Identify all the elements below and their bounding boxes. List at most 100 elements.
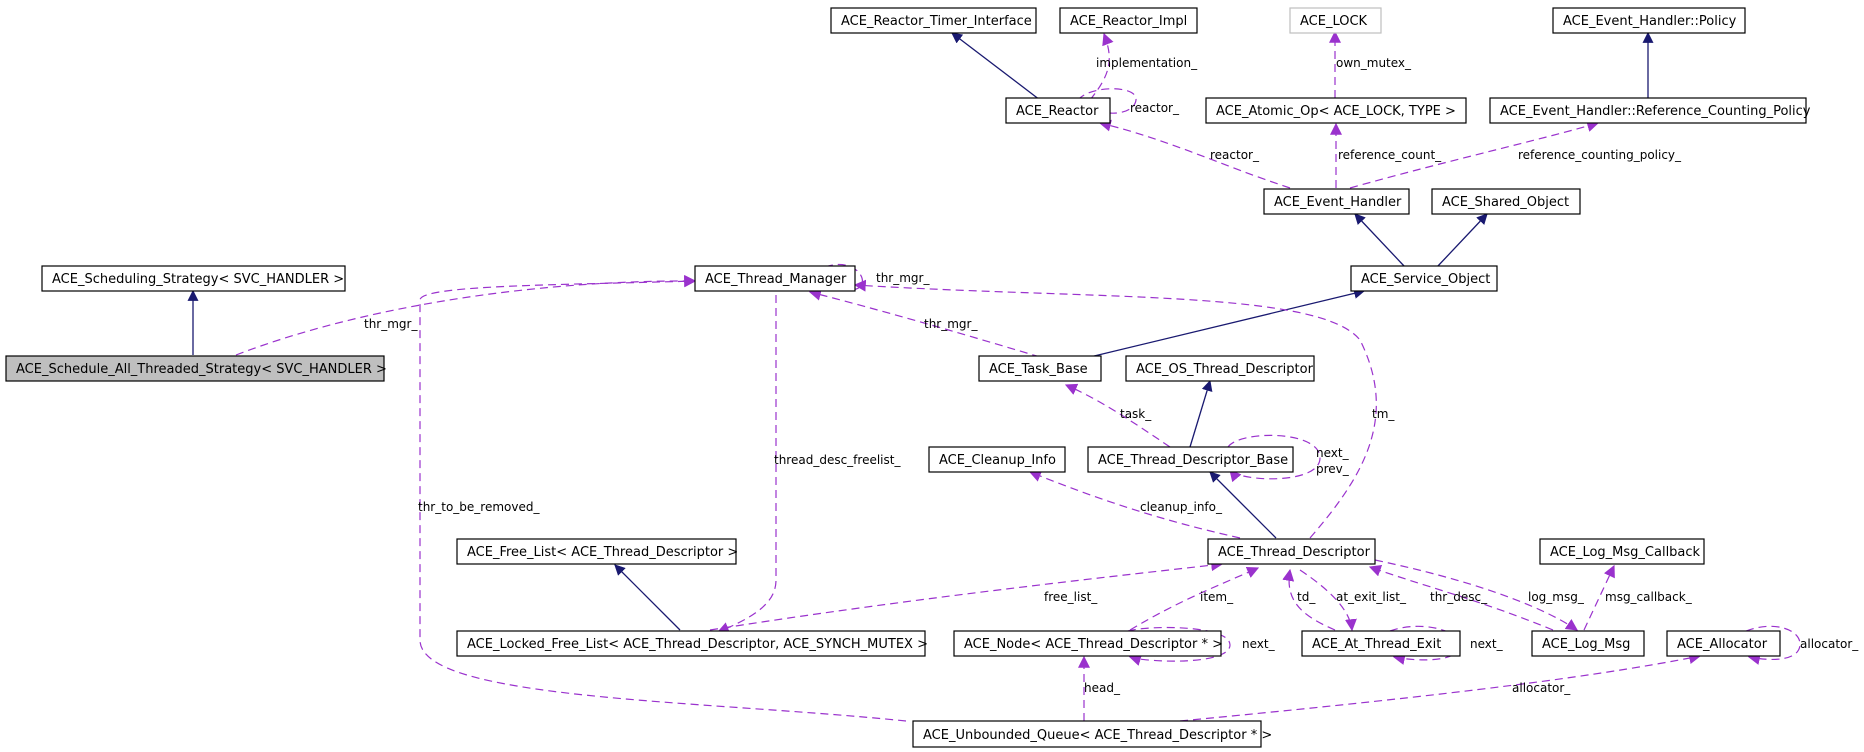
node-label: ACE_Reactor_Timer_Interface <box>841 14 1032 29</box>
label-thr-desc: thr_desc_ <box>1430 590 1488 604</box>
edge-item <box>1129 566 1260 631</box>
node-label: ACE_Locked_Free_List< ACE_Thread_Descrip… <box>467 637 928 652</box>
node-reference-counting-policy[interactable]: ACE_Event_Handler::Reference_Counting_Po… <box>1489 97 1811 124</box>
node-shared-object[interactable]: ACE_Shared_Object <box>1431 188 1581 215</box>
node-schedule-all-threaded-strategy[interactable]: ACE_Schedule_All_Threaded_Strategy< SVC_… <box>5 355 387 382</box>
label-free-list: free_list_ <box>1044 590 1098 604</box>
node-label: ACE_Thread_Descriptor_Base <box>1098 453 1288 468</box>
edge-reference-counting-policy <box>1349 120 1600 189</box>
label-prev: prev_ <box>1316 462 1350 476</box>
node-task-base[interactable]: ACE_Task_Base <box>978 355 1102 382</box>
node-event-handler-policy[interactable]: ACE_Event_Handler::Policy <box>1552 7 1746 34</box>
node-free-list[interactable]: ACE_Free_List< ACE_Thread_Descriptor > <box>456 538 738 565</box>
node-locked-free-list[interactable]: ACE_Locked_Free_List< ACE_Thread_Descrip… <box>456 630 928 657</box>
node-service-object[interactable]: ACE_Service_Object <box>1350 265 1498 292</box>
edge-thr-mgr-tb <box>808 288 1041 358</box>
node-label: ACE_Allocator <box>1677 637 1768 652</box>
edge-tdb-self <box>1227 434 1321 483</box>
node-thread-descriptor-base[interactable]: ACE_Thread_Descriptor_Base <box>1087 446 1294 473</box>
label-thr-mgr-satts: thr_mgr_ <box>364 317 418 331</box>
node-label: ACE_Thread_Manager <box>705 272 847 287</box>
node-label: ACE_Scheduling_Strategy< SVC_HANDLER > <box>52 272 344 287</box>
node-ace-lock[interactable]: ACE_LOCK <box>1289 7 1382 34</box>
node-label: ACE_Reactor <box>1016 104 1099 119</box>
node-label: ACE_OS_Thread_Descriptor <box>1136 362 1314 377</box>
node-label: ACE_Event_Handler::Reference_Counting_Po… <box>1500 104 1811 119</box>
node-label: ACE_Cleanup_Info <box>939 453 1056 468</box>
node-label: ACE_Node< ACE_Thread_Descriptor * > <box>964 637 1223 652</box>
edge-reactor-to-timer-interface <box>951 32 1041 101</box>
node-event-handler[interactable]: ACE_Event_Handler <box>1263 188 1410 215</box>
node-label: ACE_At_Thread_Exit <box>1312 637 1441 652</box>
edge-tdb-to-os-td <box>1189 379 1213 448</box>
label-thread-desc-freelist: thread_desc_freelist_ <box>774 453 901 467</box>
node-label: ACE_Schedule_All_Threaded_Strategy< SVC_… <box>16 362 387 377</box>
node-label: ACE_Task_Base <box>989 362 1088 377</box>
node-cleanup-info[interactable]: ACE_Cleanup_Info <box>928 446 1066 473</box>
label-msg-callback: msg_callback_ <box>1605 590 1693 604</box>
edge-node-self <box>1127 626 1231 666</box>
node-scheduling-strategy[interactable]: ACE_Scheduling_Strategy< SVC_HANDLER > <box>41 265 346 292</box>
label-reactor-self: reactor_ <box>1130 101 1180 115</box>
label-next: next_ <box>1316 446 1350 460</box>
node-reactor[interactable]: ACE_Reactor <box>1005 97 1111 124</box>
edge-task <box>1064 383 1171 448</box>
edge-td <box>1282 568 1336 631</box>
node-unbounded-queue[interactable]: ACE_Unbounded_Queue< ACE_Thread_Descript… <box>912 720 1272 748</box>
node-log-msg-callback[interactable]: ACE_Log_Msg_Callback <box>1539 538 1705 565</box>
edge-td-to-tdb <box>1209 471 1277 539</box>
node-label: ACE_Shared_Object <box>1442 195 1569 210</box>
label-allocator: allocator_ <box>1512 681 1571 695</box>
node-os-thread-descriptor[interactable]: ACE_OS_Thread_Descriptor <box>1125 355 1315 382</box>
label-td: td_ <box>1297 590 1316 604</box>
node-label: ACE_Thread_Descriptor <box>1218 545 1371 560</box>
edge-reactor <box>1098 119 1291 189</box>
label-next-node: next_ <box>1242 637 1276 651</box>
node-thread-descriptor[interactable]: ACE_Thread_Descriptor <box>1207 538 1376 565</box>
edge-svc-to-shared-object <box>1436 213 1488 268</box>
node-label: ACE_Event_Handler::Policy <box>1563 14 1737 29</box>
node-thread-manager[interactable]: ACE_Thread_Manager <box>694 265 856 292</box>
node-label: ACE_Unbounded_Queue< ACE_Thread_Descript… <box>923 728 1272 743</box>
edge-tb-to-svc <box>1089 287 1366 358</box>
label-own-mutex: own_mutex_ <box>1336 56 1412 70</box>
node-label: ACE_Log_Msg_Callback <box>1550 545 1701 560</box>
label-log-msg: log_msg_ <box>1528 590 1585 604</box>
edge-thr-to-be-removed <box>419 275 907 722</box>
node-label: ACE_LOCK <box>1300 14 1368 29</box>
label-next-ate: next_ <box>1470 637 1504 651</box>
node-log-msg[interactable]: ACE_Log_Msg <box>1531 630 1645 657</box>
edge-msg-callback <box>1583 564 1615 631</box>
edge-thr-desc <box>1368 565 1554 631</box>
label-cleanup-info: cleanup_info_ <box>1140 500 1223 514</box>
edge-free-list <box>709 559 1224 631</box>
label-item: item_ <box>1200 590 1234 604</box>
usage-edges <box>235 30 1801 722</box>
node-label: ACE_Service_Object <box>1361 272 1490 287</box>
node-ace-node[interactable]: ACE_Node< ACE_Thread_Descriptor * > <box>953 630 1223 657</box>
edge-log-msg <box>1374 559 1578 631</box>
edge-tm <box>853 279 1377 539</box>
node-reactor-timer-interface[interactable]: ACE_Reactor_Timer_Interface <box>830 7 1037 34</box>
label-head: head_ <box>1084 681 1121 695</box>
node-label: ACE_Log_Msg <box>1542 637 1630 652</box>
label-reactor: reactor_ <box>1210 148 1260 162</box>
label-allocator-self: allocator_ <box>1800 637 1859 651</box>
edge-thr-mgr-satts <box>235 274 697 356</box>
label-tm: tm_ <box>1372 407 1395 421</box>
node-reactor-impl[interactable]: ACE_Reactor_Impl <box>1059 7 1198 34</box>
node-label: ACE_Free_List< ACE_Thread_Descriptor > <box>467 545 738 560</box>
node-label: ACE_Reactor_Impl <box>1070 14 1187 29</box>
edge-ate-self <box>1389 625 1461 665</box>
node-allocator[interactable]: ACE_Allocator <box>1666 630 1781 657</box>
label-implementation: implementation_ <box>1096 56 1198 70</box>
class-nodes: ACE_Reactor_Timer_Interface ACE_Reactor_… <box>5 7 1811 748</box>
edge-lfl-to-free-list <box>614 564 681 631</box>
node-atomic-op[interactable]: ACE_Atomic_Op< ACE_LOCK, TYPE > <box>1205 97 1467 124</box>
node-label: ACE_Atomic_Op< ACE_LOCK, TYPE > <box>1216 104 1456 119</box>
node-at-thread-exit[interactable]: ACE_At_Thread_Exit <box>1301 630 1461 657</box>
label-at-exit-list: at_exit_list_ <box>1336 590 1407 604</box>
edge-allocator <box>1179 652 1702 722</box>
edge-labels: implementation_ reactor_ own_mutex_ reac… <box>364 56 1859 695</box>
